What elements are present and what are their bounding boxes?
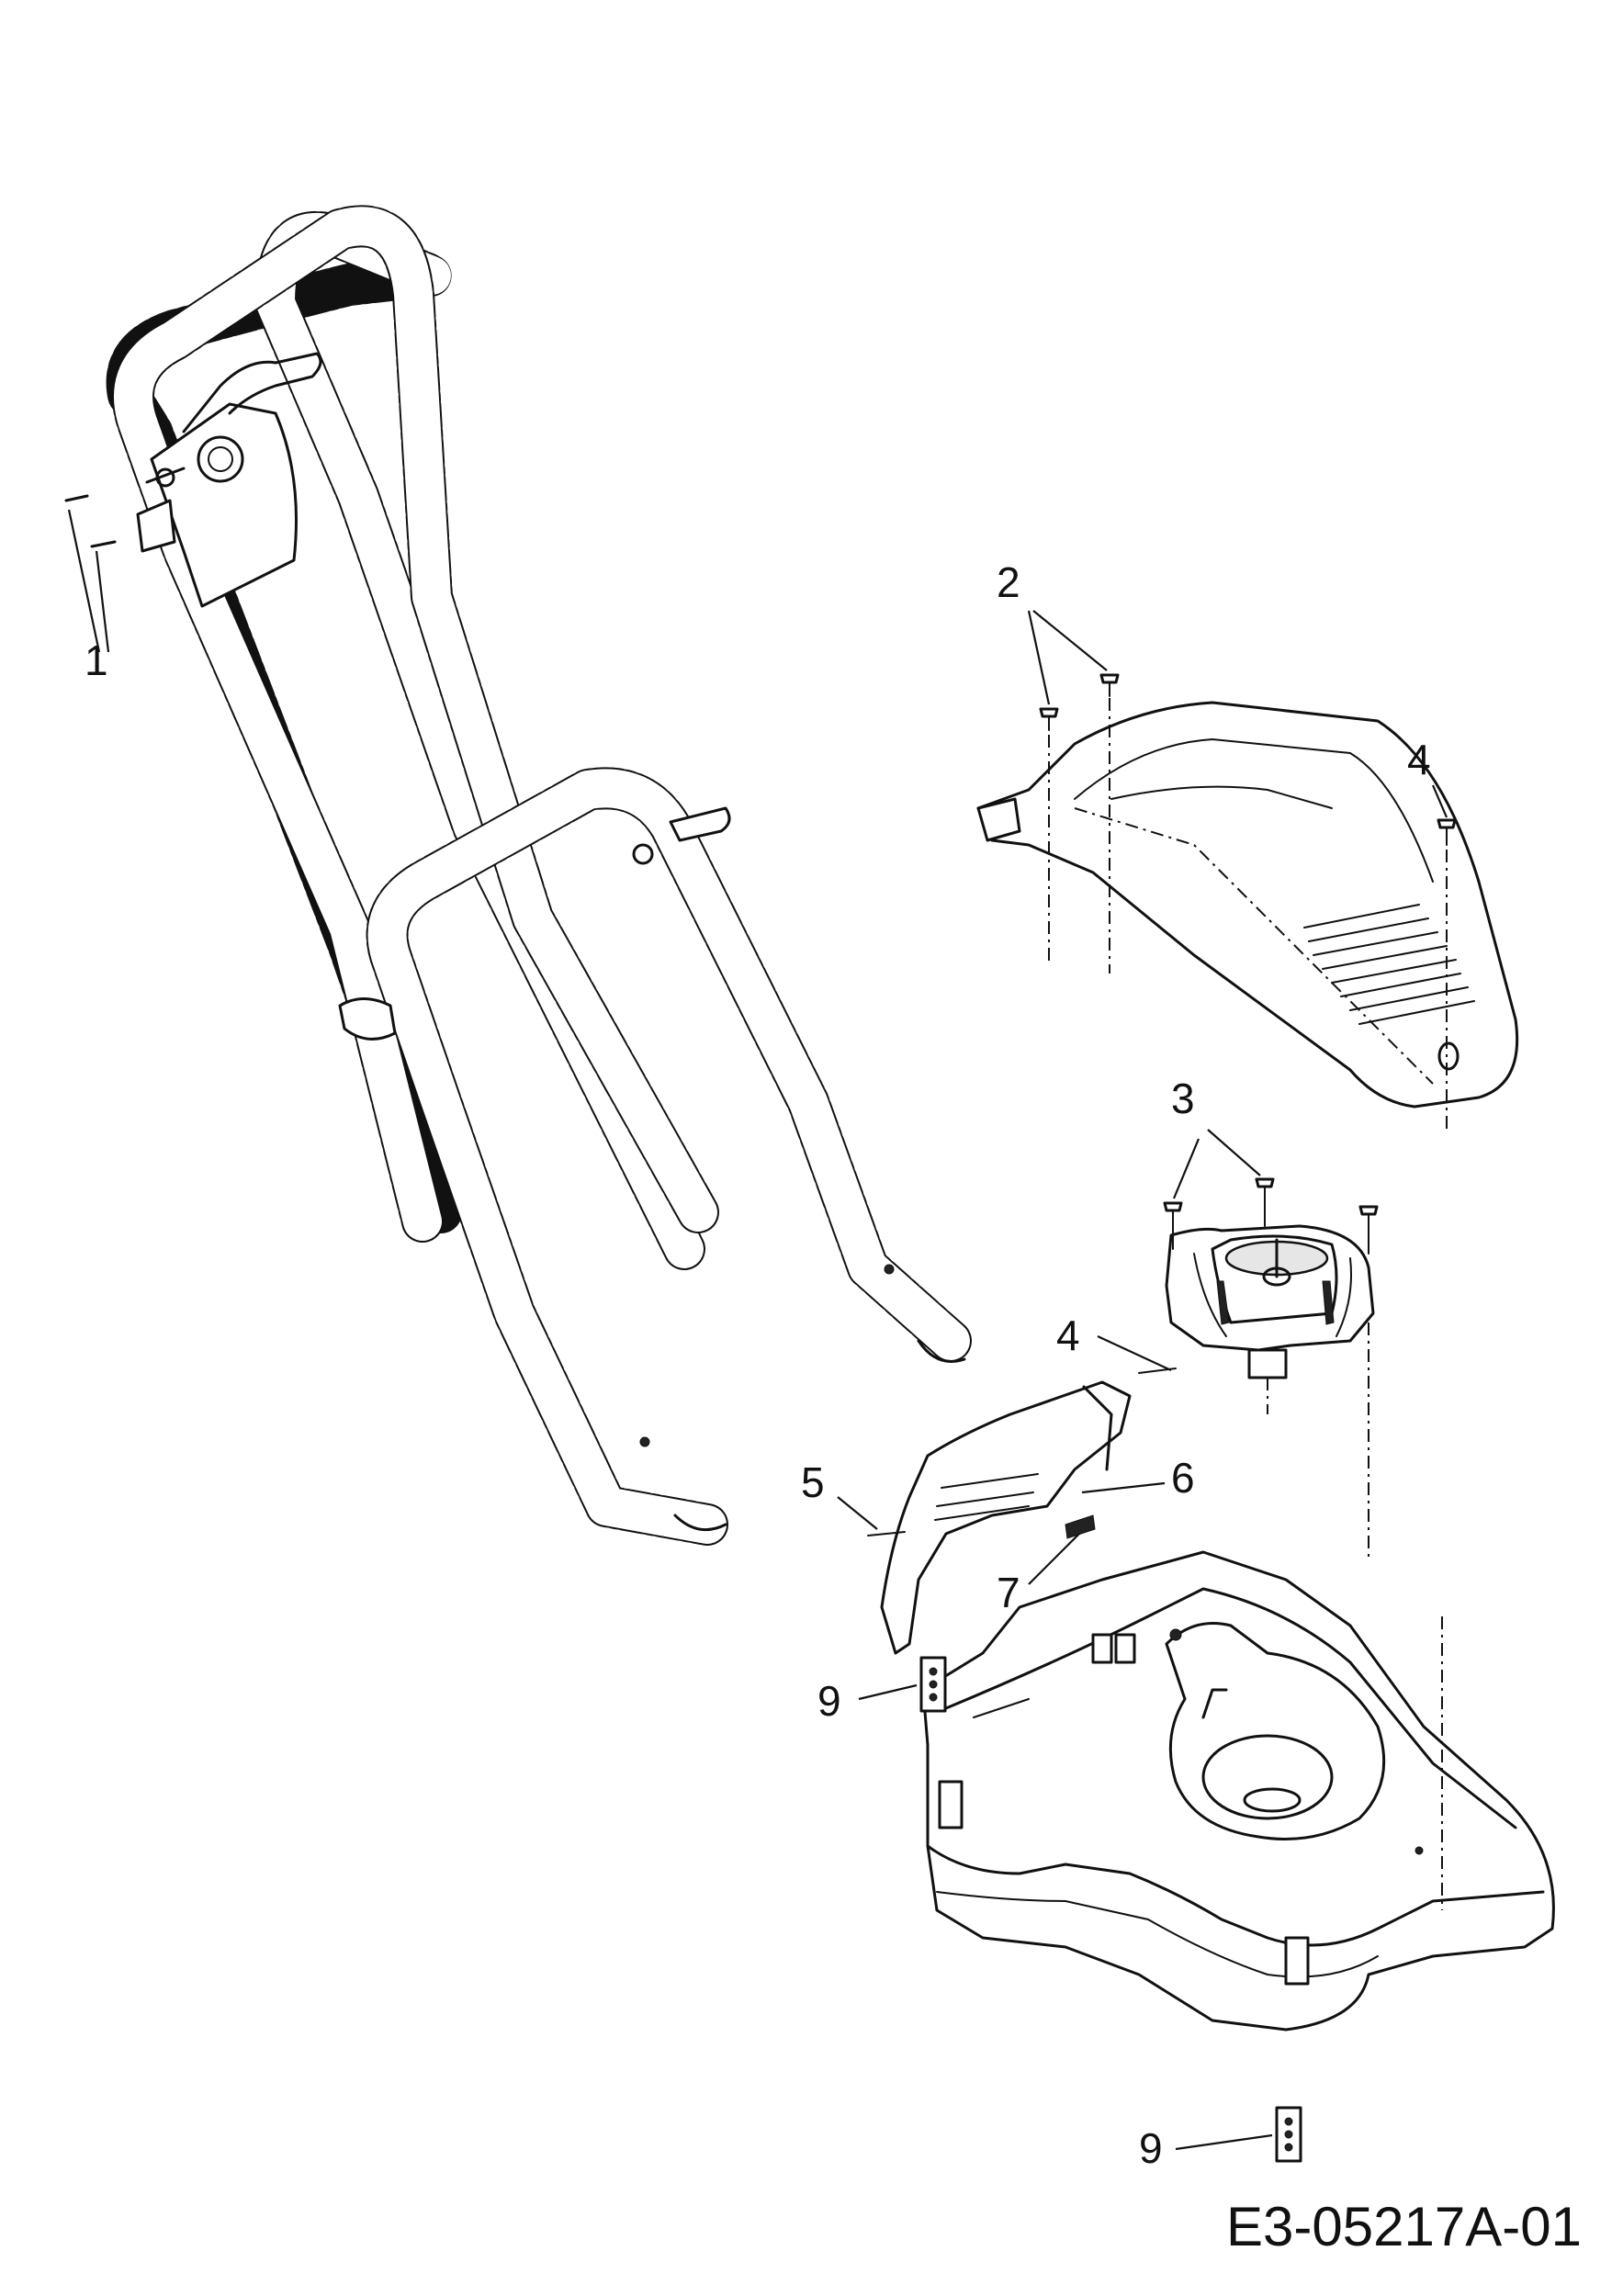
motor-cover xyxy=(976,701,1519,1109)
callout-2: 2 xyxy=(997,558,1120,974)
callout-3: 3 xyxy=(1163,1075,1379,1561)
callout-label-9b: 9 xyxy=(1139,2124,1163,2172)
callout-4: 4 xyxy=(1407,736,1457,1134)
callout-5b: 5 xyxy=(801,1458,906,1536)
rear-flap xyxy=(880,1380,1132,1655)
callout-1: 1 xyxy=(64,494,117,684)
mower-deck xyxy=(921,1550,1555,2032)
callout-9b: 9 xyxy=(1139,2106,1302,2172)
callout-label-3: 3 xyxy=(1171,1075,1195,1122)
cover-grille xyxy=(1303,904,1475,1025)
callout-label-5b: 5 xyxy=(801,1458,825,1506)
callout-label-5a: 4 xyxy=(1056,1311,1080,1359)
callout-label-4: 4 xyxy=(1407,736,1431,783)
callout-5a: 4 xyxy=(1056,1311,1177,1374)
electric-motor xyxy=(1165,1224,1375,1379)
handle-assembly xyxy=(106,205,972,1546)
callout-7: 7 xyxy=(997,1533,1080,1616)
callout-9a: 9 xyxy=(817,1656,947,1725)
callout-label-7: 7 xyxy=(997,1569,1020,1616)
callout-label-2: 2 xyxy=(997,558,1020,606)
callout-label-9a: 9 xyxy=(817,1677,841,1725)
callout-label-6: 6 xyxy=(1171,1454,1195,1502)
callout-6: 6 xyxy=(1081,1454,1195,1502)
callout-label-1: 1 xyxy=(85,636,108,684)
drawing-reference-code: E3-05217A-01 xyxy=(1226,2196,1582,2257)
